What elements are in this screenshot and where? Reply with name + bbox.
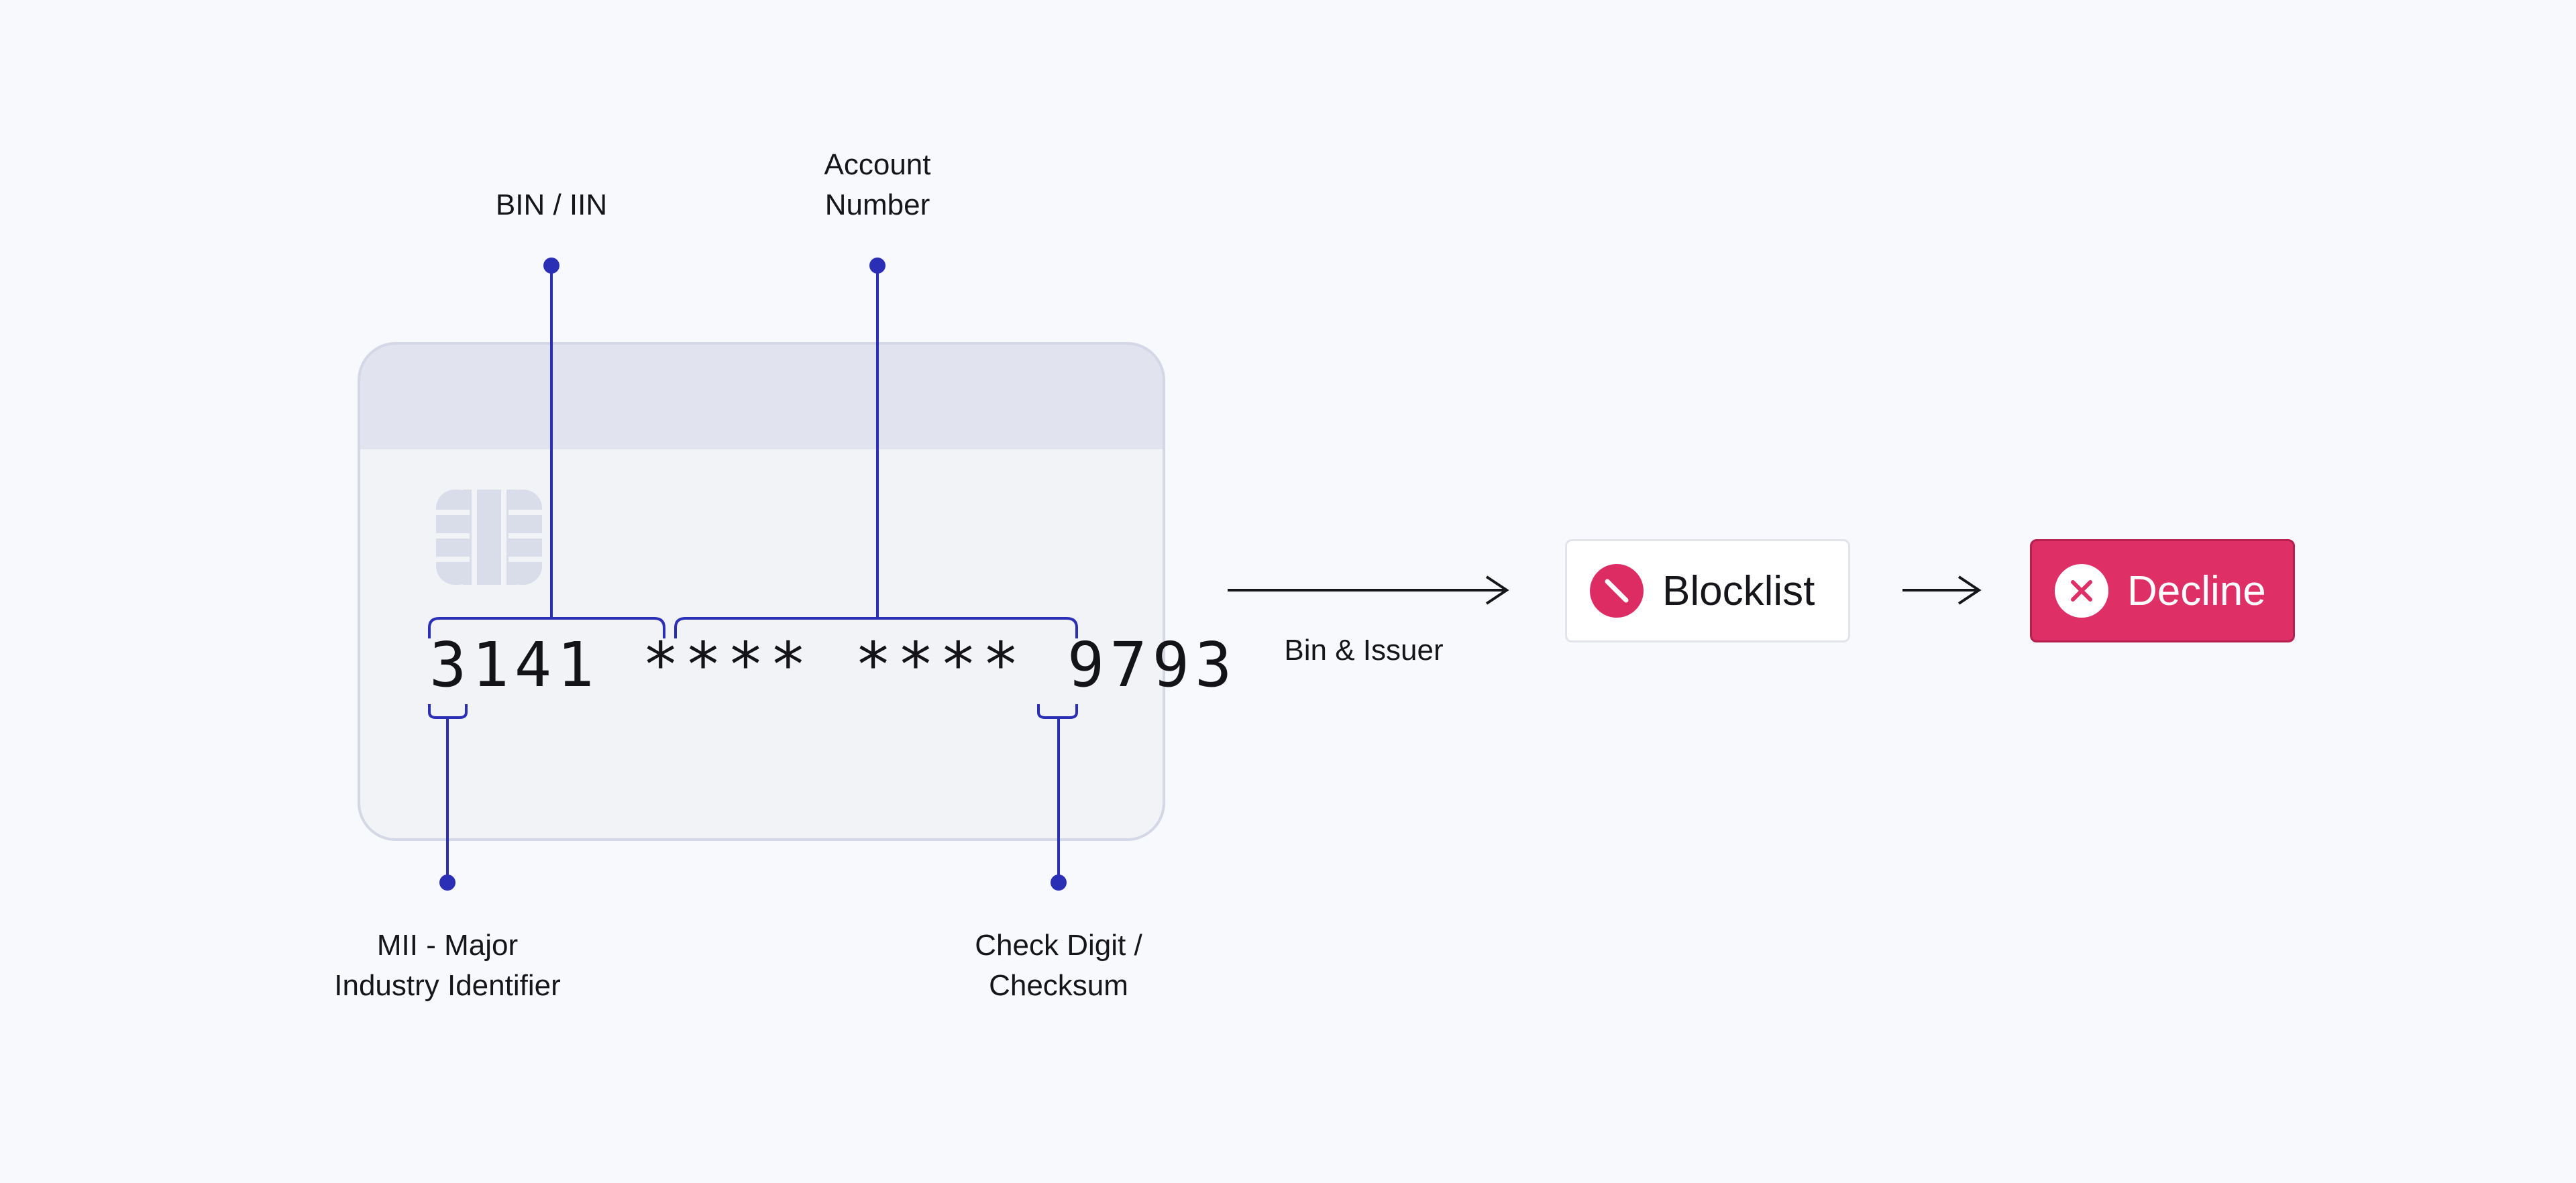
check-digit-callout <box>1037 704 1078 883</box>
bin-label: BIN / IIN <box>495 188 608 221</box>
card-number-group: **** <box>854 629 1025 701</box>
check-digit-label-line2: Checksum <box>989 969 1128 1002</box>
mii-label: MII - Major Industry Identifier <box>280 925 615 1006</box>
check-digit-label-line1: Check Digit / <box>975 929 1142 962</box>
card-number-group: 3141 <box>429 629 600 701</box>
mii-label-line2: Industry Identifier <box>334 969 561 1002</box>
account-dot <box>869 258 885 274</box>
account-number-label: Account Number <box>743 145 1012 225</box>
card-header-band <box>359 343 1164 449</box>
decline-badge: Decline <box>2030 539 2295 642</box>
bin-dot <box>543 258 559 274</box>
mii-label-line1: MII - Major <box>376 929 519 962</box>
arrow-to-decline <box>1902 575 1982 605</box>
arrow-to-blocklist <box>1228 575 1509 605</box>
payment-card <box>358 342 1165 841</box>
account-number-label-line2: Number <box>824 188 930 221</box>
card-number: 3141 **** **** 9793 <box>429 632 1237 699</box>
blocklist-badge: Blocklist <box>1565 539 1850 642</box>
account-callout <box>674 266 1078 638</box>
bin-issuer-label: Bin & Issuer <box>1284 634 1444 667</box>
account-number-label-line1: Account <box>824 148 931 181</box>
blocklist-label: Blocklist <box>1662 567 1815 614</box>
card-number-group: 9793 <box>1067 629 1238 701</box>
bin-callout <box>428 266 665 638</box>
decline-label: Decline <box>2127 567 2266 614</box>
check-digit-label: Check Digit / Checksum <box>924 925 1193 1006</box>
mii-dot <box>439 875 455 891</box>
chip-icon <box>436 490 542 585</box>
x-circle-icon <box>2055 564 2108 618</box>
mii-callout <box>428 704 468 883</box>
no-entry-icon <box>1590 564 1644 618</box>
card-number-group: **** <box>641 629 812 701</box>
check-digit-dot <box>1051 875 1067 891</box>
